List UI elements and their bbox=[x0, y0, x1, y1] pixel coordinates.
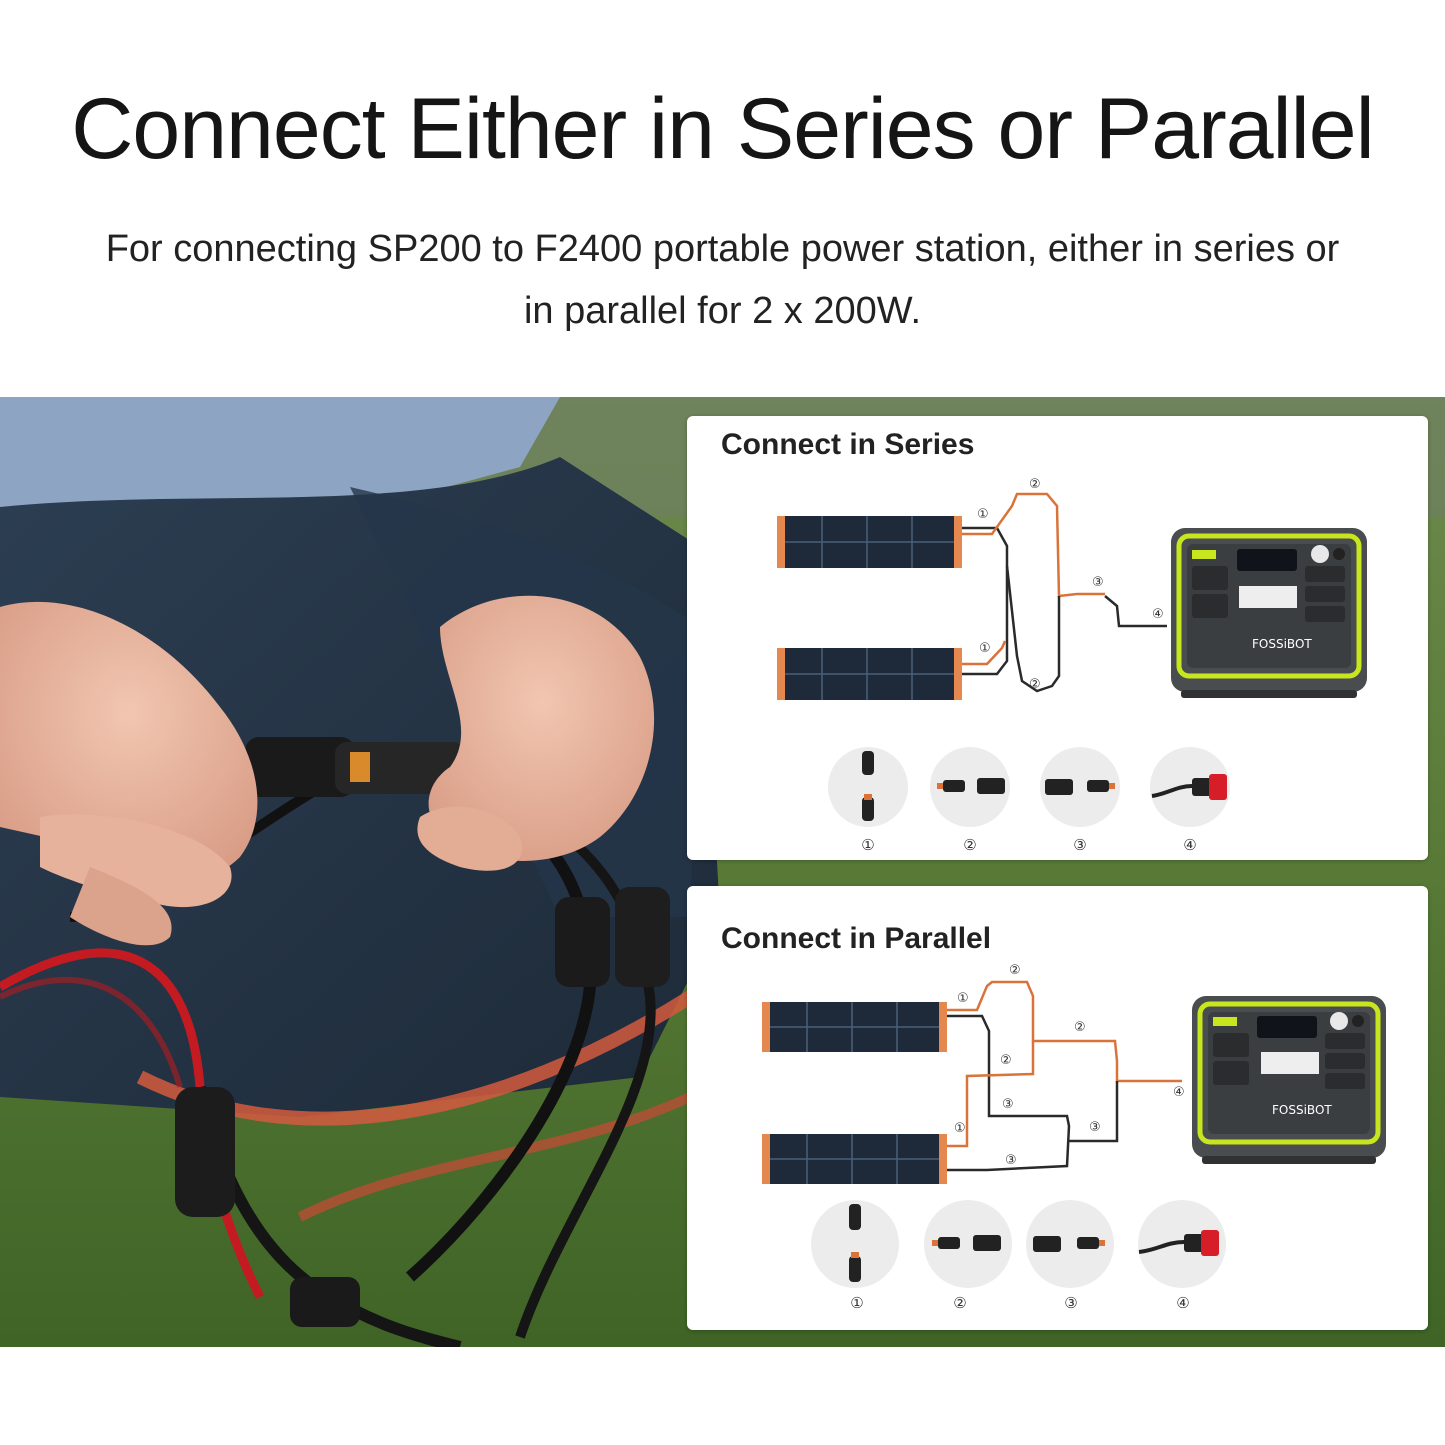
solar-panel-top bbox=[777, 516, 962, 568]
series-card-title: Connect in Series bbox=[721, 428, 975, 461]
series-mark-1-top: ① bbox=[977, 507, 989, 522]
series-legend-label-2: ② bbox=[963, 836, 977, 854]
series-mark-2-top: ② bbox=[1029, 477, 1041, 492]
parallel-legend bbox=[811, 1200, 1226, 1288]
series-mark-4: ④ bbox=[1152, 607, 1164, 622]
parallel-mark-3-right: ③ bbox=[1089, 1120, 1101, 1135]
solar-panel-top bbox=[762, 1002, 947, 1052]
series-legend-label-4: ④ bbox=[1183, 836, 1197, 854]
svg-text:FOSSiBOT: FOSSiBOT bbox=[1252, 637, 1312, 651]
parallel-card-title: Connect in Parallel bbox=[721, 922, 992, 955]
parallel-mark-4: ④ bbox=[1173, 1085, 1185, 1100]
svg-text:FOSSiBOT: FOSSiBOT bbox=[1272, 1103, 1332, 1117]
series-legend-label-1: ① bbox=[861, 836, 875, 854]
series-wiring-diagram: ① ② ③ ④ ① ② FOSSiBO bbox=[777, 477, 1367, 827]
parallel-mark-2-right: ② bbox=[1074, 1020, 1086, 1035]
parallel-mark-3-top: ③ bbox=[1002, 1097, 1014, 1112]
solar-panel-bottom bbox=[777, 648, 962, 700]
subtitle: For connecting SP200 to F2400 portable p… bbox=[105, 228, 1340, 332]
series-mark-2-bottom: ② bbox=[1029, 677, 1041, 692]
parallel-mark-3-bottom: ③ bbox=[1005, 1153, 1017, 1168]
solar-panel-bottom bbox=[762, 1134, 947, 1184]
series-diagram-card: Connect in Series bbox=[687, 416, 1428, 860]
power-station-series: FOSSiBOT bbox=[1171, 528, 1367, 698]
parallel-mark-1-top: ① bbox=[957, 991, 969, 1006]
headline: Connect Either in Series or Parallel bbox=[71, 81, 1374, 177]
parallel-diagram-card: Connect in Parallel bbox=[687, 886, 1428, 1330]
parallel-mark-2-mid: ② bbox=[1000, 1053, 1012, 1068]
series-legend-label-3: ③ bbox=[1073, 836, 1087, 854]
parallel-mark-1-bottom: ① bbox=[954, 1121, 966, 1136]
series-mark-3: ③ bbox=[1092, 575, 1104, 590]
background-photo: Connect in Series bbox=[0, 397, 1445, 1347]
series-mark-1-bottom: ① bbox=[979, 641, 991, 656]
parallel-legend-label-2: ② bbox=[953, 1294, 967, 1312]
series-legend bbox=[828, 747, 1230, 827]
parallel-wiring-diagram: ① ② ② ② ④ ③ ③ ① ③ bbox=[762, 963, 1386, 1288]
parallel-legend-label-1: ① bbox=[850, 1294, 864, 1312]
power-station-parallel: FOSSiBOT bbox=[1192, 996, 1386, 1164]
parallel-legend-label-3: ③ bbox=[1064, 1294, 1078, 1312]
parallel-legend-label-4: ④ bbox=[1176, 1294, 1190, 1312]
parallel-mark-2-top: ② bbox=[1009, 963, 1021, 978]
